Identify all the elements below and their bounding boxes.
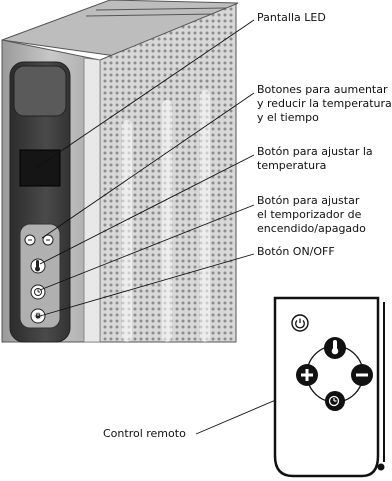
leader-updown — [41, 92, 255, 239]
panel-glass — [13, 65, 67, 117]
thermometer-icon — [331, 340, 339, 355]
callout-timer-button: Botón para ajustar el temporizador de en… — [257, 194, 366, 235]
callout-remote-control: Control remoto — [103, 427, 186, 440]
power-icon — [34, 312, 42, 320]
remote-minus-button[interactable] — [351, 364, 373, 386]
callout-temperature-button: Botón para ajustar la temperatura — [257, 145, 373, 172]
remote-body — [273, 296, 380, 478]
grille-highlights — [122, 90, 210, 342]
remote-power-button[interactable] — [291, 314, 309, 332]
leader-temp — [39, 154, 255, 265]
led-display — [19, 149, 61, 187]
callout-power-button: Botón ON/OFF — [257, 245, 335, 258]
heater — [1, 0, 239, 343]
button-strip — [19, 223, 61, 329]
remote-corner-dot — [377, 463, 385, 471]
minus-icon — [356, 373, 368, 377]
remote-control — [273, 296, 385, 478]
timer-button[interactable] — [30, 284, 46, 300]
down-button[interactable] — [42, 234, 54, 246]
plus-icon — [301, 369, 313, 381]
timer-icon — [328, 395, 340, 407]
remote-temperature-button[interactable] — [324, 337, 346, 359]
callout-led-display: Pantalla LED — [257, 11, 326, 24]
power-button[interactable] — [30, 308, 46, 324]
callout-up-down-buttons: Botones para aumentar y reducir la tempe… — [257, 83, 392, 124]
up-button[interactable] — [24, 234, 36, 246]
heater-top-ridges — [85, 7, 227, 17]
timer-icon — [34, 288, 42, 296]
leader-led — [35, 19, 255, 169]
remote-timer-button[interactable] — [325, 391, 345, 411]
leader-timer — [39, 204, 255, 291]
leader-power — [39, 253, 255, 317]
power-icon — [295, 318, 305, 329]
thermometer-icon — [35, 260, 40, 272]
temperature-button[interactable] — [30, 258, 46, 274]
remote-plus-button[interactable] — [296, 364, 318, 386]
